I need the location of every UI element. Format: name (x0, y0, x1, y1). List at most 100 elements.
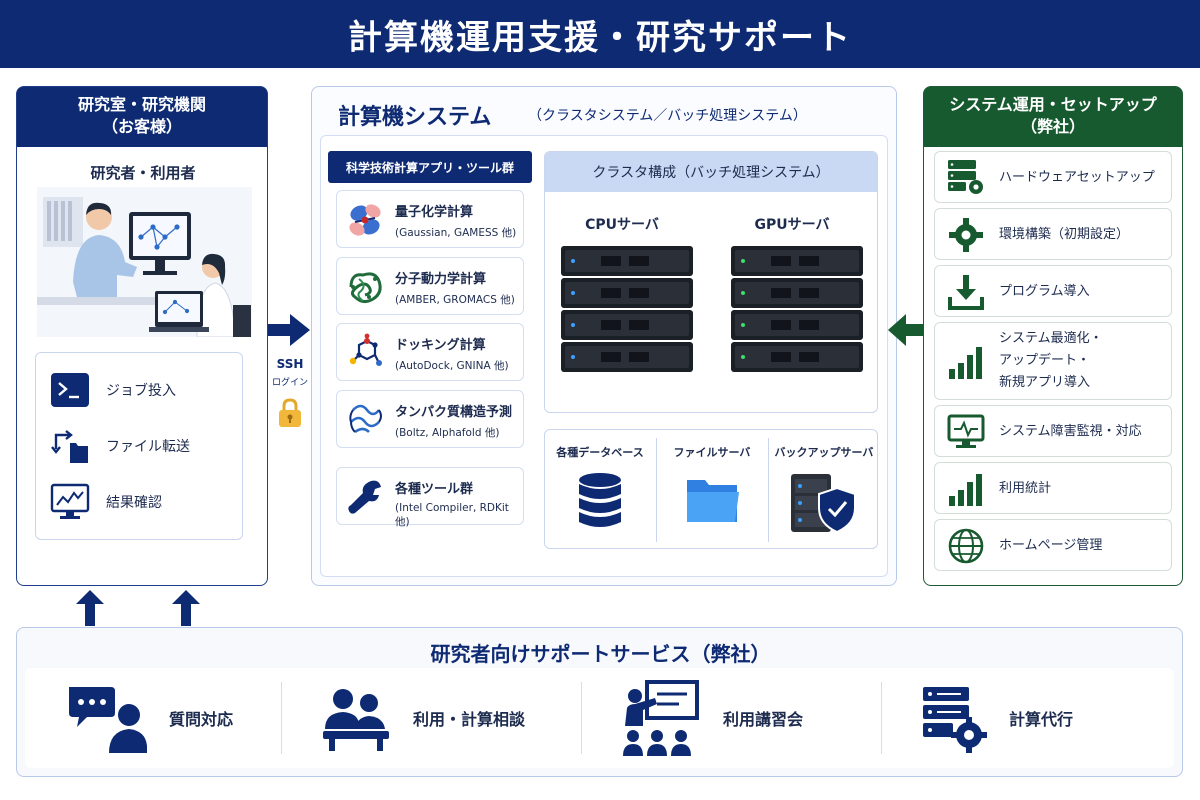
operations-panel: システム運用・セットアップ （弊社） ハードウェアセットアップ 環境構築（初期設… (923, 86, 1183, 586)
lock-icon (279, 398, 301, 427)
ops-hardware-setup[interactable]: ハードウェアセットアップ (934, 151, 1172, 203)
ops-program-install[interactable]: プログラム導入 (934, 265, 1172, 317)
compute-system-title: 計算機システム (338, 105, 492, 130)
monitor-chart-icon (50, 483, 90, 521)
customer-title-line2: （お客様） (101, 117, 182, 136)
support-services-row: 質問対応 利用・計算相談 利用講習会 (25, 668, 1174, 768)
operations-title-line1: システム運用・セットアップ (949, 95, 1157, 114)
customer-title-line1: 研究室・研究機関 (77, 95, 206, 114)
app-detail: (Gaussian, GAMESS 他) (395, 227, 517, 239)
app-name: ドッキング計算 (395, 338, 486, 353)
app-molecular-dynamics[interactable]: 分子動力学計算 (AMBER, GROMACS 他) (336, 257, 524, 315)
server-gear-icon (923, 687, 987, 753)
ops-label: ハードウェアセットアップ (999, 170, 1155, 185)
file-transfer-icon (50, 427, 90, 465)
ops-label: ホームページ管理 (999, 538, 1103, 553)
storage-backup-server[interactable]: バックアップサーバ (769, 430, 879, 548)
lecture-icon (623, 680, 699, 756)
service-label: 利用講習会 (723, 710, 804, 729)
service-label: 利用・計算相談 (413, 710, 526, 729)
researchers-illustration (37, 187, 252, 337)
operations-panel-header: システム運用・セットアップ （弊社） (924, 87, 1182, 147)
ops-usage-stats[interactable]: 利用統計 (934, 462, 1172, 514)
gpu-server-rack (731, 246, 863, 372)
consultation-icon (323, 689, 389, 751)
service-label: 計算代行 (1009, 710, 1074, 729)
cluster-title: クラスタ構成（バッチ処理システム） (545, 152, 877, 192)
protein-fold-icon (349, 272, 382, 304)
support-services-panel: 研究者向けサポートサービス（弊社） 質問対応 利用・計算相談 (16, 627, 1183, 777)
ops-label: プログラム導入 (999, 284, 1090, 299)
molecule-icon (349, 333, 382, 366)
users-title: 研究者・利用者 (90, 164, 196, 182)
storage-label: ファイルサーバ (673, 446, 751, 459)
action-job-submit[interactable]: ジョブ投入 (50, 371, 176, 409)
storage-label: バックアップサーバ (774, 446, 874, 459)
operations-title-line2: （弊社） (1020, 117, 1085, 136)
service-label: 質問対応 (169, 710, 234, 729)
globe-icon (948, 528, 984, 564)
service-question[interactable]: 質問対応 (67, 668, 233, 768)
folder-icon (687, 480, 739, 522)
app-name: 量子化学計算 (395, 205, 474, 220)
up-arrow (76, 590, 104, 626)
database-icon (579, 473, 621, 527)
ops-optimization[interactable]: システム最適化・ アップデート・ 新規アプリ導入 (934, 322, 1172, 400)
user-actions-box: ジョブ投入 ファイル転送 結果確認 (35, 352, 243, 540)
protein-structure-icon (349, 404, 382, 434)
storage-database[interactable]: 各種データベース (545, 430, 655, 548)
up-arrow (172, 590, 200, 626)
ops-label: 利用統計 (999, 481, 1052, 496)
apps-header: 科学技術計算アプリ・ツール群 (328, 151, 532, 183)
ops-label-line: アップデート・ (999, 353, 1091, 368)
customer-panel-header: 研究室・研究機関 （お客様） (17, 87, 267, 147)
service-lecture[interactable]: 利用講習会 (621, 668, 803, 768)
app-tools[interactable]: 各種ツール群 (Intel Compiler, RDKit 他) (336, 467, 524, 528)
ops-label: システム障害監視・対応 (999, 424, 1142, 439)
chat-user-icon (69, 687, 147, 753)
service-consultation[interactable]: 利用・計算相談 (321, 668, 525, 768)
storage-box: 各種データベース ファイルサーバ バックアップサーバ (544, 429, 878, 549)
cluster-box: クラスタ構成（バッチ処理システム） CPUサーバ GPUサーバ (544, 151, 878, 413)
wrench-icon (348, 480, 381, 514)
app-detail: (AutoDock, GNINA 他) (395, 360, 509, 372)
backup-shield-icon (791, 474, 856, 534)
ops-monitoring[interactable]: システム障害監視・対応 (934, 405, 1172, 457)
ops-label: 環境構築（初期設定） (999, 227, 1130, 242)
cpu-server-rack (561, 246, 693, 372)
gpu-server-label: GPUサーバ (754, 217, 830, 233)
bar-chart-icon (949, 474, 982, 506)
ops-environment[interactable]: 環境構築（初期設定） (934, 208, 1172, 260)
action-file-transfer[interactable]: ファイル転送 (50, 427, 190, 465)
compute-system-panel: 計算機システム （クラスタシステム／バッチ処理システム） 科学技術計算アプリ・ツ… (311, 86, 897, 586)
gear-icon (949, 218, 983, 252)
action-result-check-label: 結果確認 (106, 495, 162, 511)
ops-homepage[interactable]: ホームページ管理 (934, 519, 1172, 571)
app-detail: (Boltz, Alphafold 他) (395, 427, 500, 439)
app-name: タンパク質構造予測 (395, 405, 513, 420)
storage-label: 各種データベース (556, 446, 644, 459)
app-protein-structure[interactable]: タンパク質構造予測 (Boltz, Alphafold 他) (336, 390, 524, 448)
app-name: 分子動力学計算 (395, 272, 487, 287)
operations-arrow (888, 314, 924, 346)
page-title: 計算機運用支援・研究サポート (0, 0, 1200, 68)
app-detail: (AMBER, GROMACS 他) (395, 294, 515, 306)
ops-label-multiline: システム最適化・ アップデート・ 新規アプリ導入 (999, 328, 1103, 394)
app-name: 各種ツール群 (395, 482, 474, 497)
compute-system-subtitle: （クラスタシステム／バッチ処理システム） (528, 108, 807, 124)
orbital-icon (349, 204, 381, 236)
ssh-arrow (268, 314, 310, 346)
action-file-transfer-label: ファイル転送 (106, 439, 190, 455)
app-quantum-chemistry[interactable]: 量子化学計算 (Gaussian, GAMESS 他) (336, 190, 524, 248)
action-result-check[interactable]: 結果確認 (50, 483, 162, 521)
customer-panel: 研究室・研究機関 （お客様） 研究者・利用者 ジョブ投入 (16, 86, 268, 586)
download-icon (948, 275, 984, 310)
ssh-login-label: ログイン (271, 378, 308, 388)
service-compute-proxy[interactable]: 計算代行 (921, 668, 1073, 768)
app-docking[interactable]: ドッキング計算 (AutoDock, GNINA 他) (336, 323, 524, 381)
terminal-icon (50, 371, 90, 409)
storage-file-server[interactable]: ファイルサーバ (657, 430, 767, 548)
ops-label-line: システム最適化・ (999, 331, 1103, 346)
server-gear-icon (948, 160, 983, 194)
monitor-pulse-icon (947, 414, 985, 448)
